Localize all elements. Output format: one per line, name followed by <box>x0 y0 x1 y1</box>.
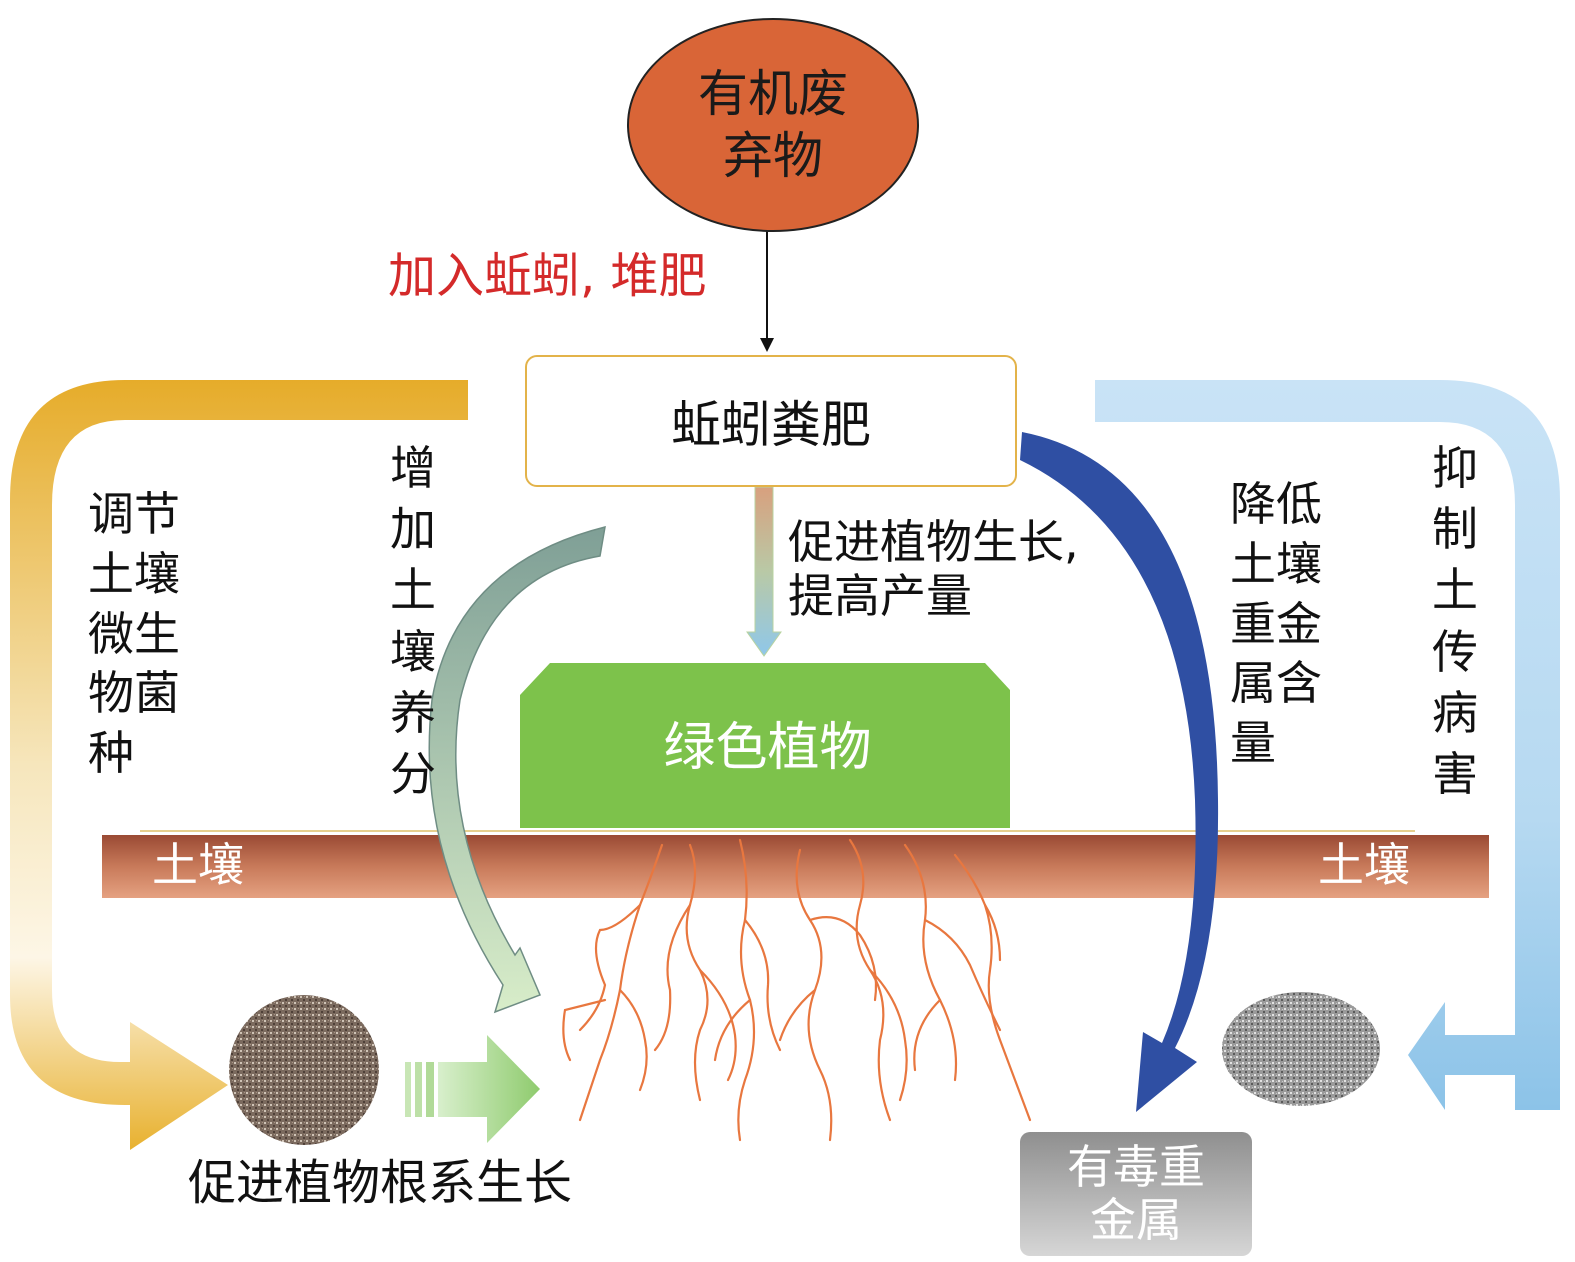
green-plant-label: 绿色植物 <box>663 718 872 778</box>
soil-label-left: 土壤 <box>152 838 244 892</box>
soil-sample-grey <box>1222 992 1380 1106</box>
add-earthworm-label: 加入蚯蚓, 堆肥 <box>388 248 707 304</box>
nutrient-curve-arrow <box>428 525 606 1014</box>
increase-nutrients-label: 增 加 土 壤 养 分 <box>390 441 436 801</box>
down-arrow-plant <box>746 486 782 657</box>
soil-label-right: 土壤 <box>1318 838 1410 892</box>
promote-growth-label: 促进植物生长, 提高产量 <box>788 515 1079 624</box>
suppress-disease-label: 抑 制 土 传 病 害 <box>1432 441 1478 801</box>
root-growth-label: 促进植物根系生长 <box>188 1155 573 1211</box>
soil-sample-dark <box>229 995 379 1145</box>
reduce-metals-label: 降低 土壤 重金 属含 量 <box>1230 477 1322 771</box>
orange-loop-arrow <box>10 380 468 1150</box>
organic-waste-node: 有机废 弃物 <box>627 18 919 232</box>
blue-loop-arrow <box>1095 380 1560 1110</box>
down-arrow-top <box>760 228 774 352</box>
toxic-metal-node: 有毒重 金属 <box>1020 1132 1252 1256</box>
green-plant-block <box>520 663 1010 828</box>
roots <box>562 838 1032 1142</box>
soil-band <box>102 830 1489 898</box>
vermicompost-node: 蚯蚓粪肥 <box>525 355 1017 487</box>
root-growth-arrow <box>405 1035 540 1143</box>
regulate-microbes-label: 调节 土壤 微生 物菌 种 <box>88 487 180 781</box>
metal-curve-arrow <box>1020 432 1219 1112</box>
